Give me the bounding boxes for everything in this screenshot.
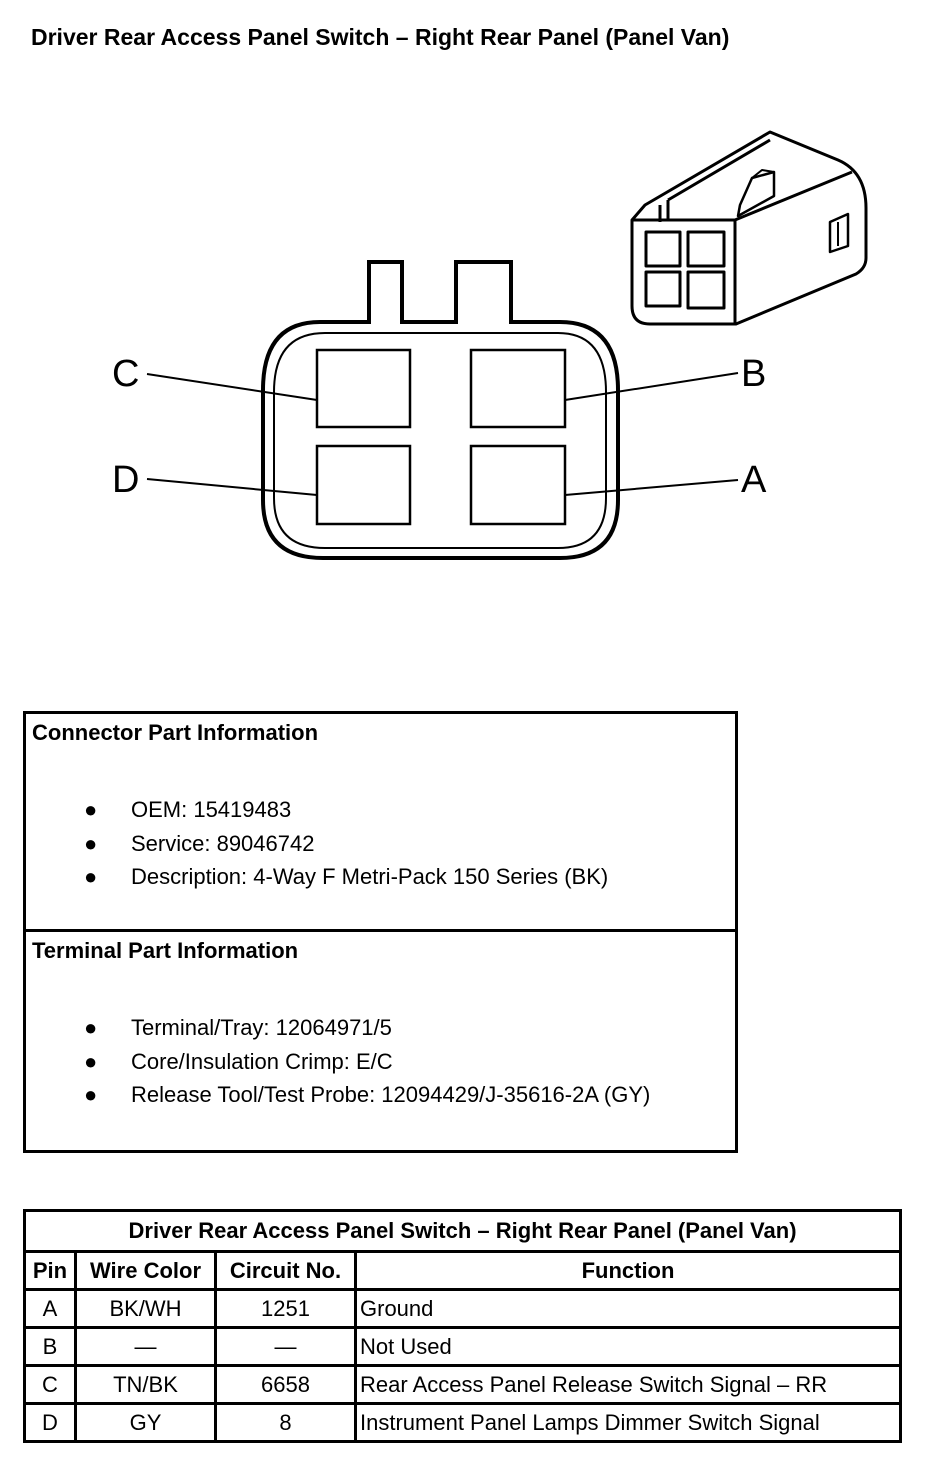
pin-table: Driver Rear Access Panel Switch – Right … — [22, 1209, 903, 1443]
column-header: Wire Color — [74, 1250, 217, 1291]
function-cell: Not Used — [353, 1326, 903, 1367]
cavity-a — [469, 444, 567, 526]
connector-oem: OEM: 15419483 — [131, 797, 292, 822]
list-item: ● OEM: 15419483 — [26, 793, 608, 827]
pin-cell: A — [23, 1288, 77, 1329]
circuit-cell: 6658 — [214, 1364, 357, 1405]
list-item: ● Description: 4-Way F Metri-Pack 150 Ser… — [26, 860, 608, 894]
table-row: D GY 8 Instrument Panel Lamps Dimmer Swi… — [23, 1402, 903, 1443]
table-row: A BK/WH 1251 Ground — [23, 1288, 903, 1329]
core-insulation-crimp: Core/Insulation Crimp: E/C — [131, 1048, 393, 1074]
list-item: ● Service: 89046742 — [26, 827, 608, 861]
bullet-icon: ● — [84, 797, 98, 822]
terminal-part-info-heading: Terminal Part Information — [32, 938, 299, 963]
terminal-part-info-list: ● Terminal/Tray: 12064971/5 ● Core/Insulat… — [26, 1011, 650, 1112]
pin-label-a: A — [741, 459, 767, 501]
pin-label-b: B — [741, 353, 766, 395]
list-item: ● Core/Insulation Crimp: E/C — [26, 1045, 650, 1079]
cavity-c — [315, 348, 412, 429]
circuit-cell: — — [214, 1326, 357, 1367]
table-header-row: Pin Wire Color Circuit No. Function — [23, 1250, 903, 1291]
function-cell: Rear Access Panel Release Switch Signal … — [353, 1364, 903, 1405]
column-header: Function — [353, 1250, 903, 1291]
connector-part-info-heading: Connector Part Information — [32, 720, 319, 745]
wire-color-cell: TN/BK — [74, 1364, 217, 1405]
list-item: ● Release Tool/Test Probe: 12094429/J-356… — [26, 1078, 650, 1112]
wire-color-cell: BK/WH — [74, 1288, 217, 1329]
table-row: C TN/BK 6658 Rear Access Panel Release S… — [23, 1364, 903, 1405]
table-caption-row: Driver Rear Access Panel Switch – Right … — [22, 1209, 903, 1253]
connector-description: Description: 4-Way F Metri-Pack 150 Seri… — [131, 864, 609, 889]
cavity-b — [469, 348, 567, 429]
function-cell: Ground — [353, 1288, 903, 1329]
cavity-d — [315, 444, 412, 526]
terminal-part-info: Terminal Part Information ● Terminal/Tray… — [26, 932, 735, 1147]
pin-label-d: D — [112, 459, 139, 501]
column-header: Circuit No. — [214, 1250, 357, 1291]
connector-part-info: Connector Part Information ● OEM: 1541948… — [26, 714, 735, 932]
release-tool: Release Tool/Test Probe: 12094429/J-3561… — [131, 1082, 651, 1107]
part-info-box: Connector Part Information ● OEM: 1541948… — [23, 711, 738, 1153]
connector-diagram: C D B A — [112, 130, 868, 560]
bullet-icon: ● — [84, 1015, 98, 1040]
bullet-icon: ● — [84, 830, 98, 856]
connector-service: Service: 89046742 — [131, 830, 315, 856]
pin-table-caption: Driver Rear Access Panel Switch – Right … — [22, 1209, 903, 1253]
connector-part-info-list: ● OEM: 15419483 ● Service: 89046742 ● Descr… — [26, 793, 608, 894]
bullet-icon: ● — [84, 864, 98, 889]
table-row: B — — Not Used — [23, 1326, 903, 1367]
list-item: ● Terminal/Tray: 12064971/5 — [26, 1011, 650, 1045]
circuit-cell: 8 — [214, 1402, 357, 1443]
pin-cell: D — [23, 1402, 77, 1443]
column-header: Pin — [23, 1250, 77, 1291]
terminal-tray: Terminal/Tray: 12064971/5 — [131, 1015, 392, 1040]
connector-face — [261, 260, 620, 560]
circuit-cell: 1251 — [214, 1288, 357, 1329]
pin-cell: B — [23, 1326, 77, 1367]
pin-label-c: C — [112, 353, 139, 395]
bullet-icon: ● — [84, 1082, 98, 1107]
connector-isometric-illustration — [630, 130, 868, 326]
leader-lines — [146, 372, 739, 496]
bullet-icon: ● — [84, 1048, 98, 1074]
wire-color-cell: GY — [74, 1402, 217, 1443]
function-cell: Instrument Panel Lamps Dimmer Switch Sig… — [353, 1402, 903, 1443]
page-title: Driver Rear Access Panel Switch – Right … — [31, 24, 730, 50]
pin-cell: C — [23, 1364, 77, 1405]
wire-color-cell: — — [74, 1326, 217, 1367]
